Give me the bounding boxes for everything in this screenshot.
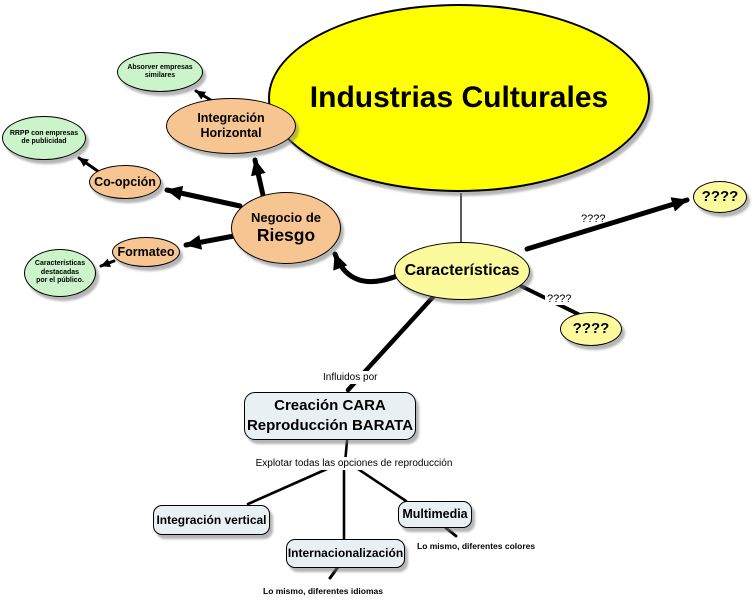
node-internacionalizacion-label: Internacionalización: [287, 546, 404, 561]
edge-label-lo-mismo-colores: Lo mismo, diferentes colores: [417, 541, 536, 551]
edge-negocio-coopcion: [164, 185, 243, 209]
node-multimedia: Multimedia: [398, 501, 472, 528]
node-formateo-label: Formateo: [117, 244, 175, 259]
node-industrias-culturales-label: Industrias Culturales: [309, 81, 609, 114]
node-formateo: Formateo: [112, 237, 180, 267]
edge-label-lo-mismo-idiomas: Lo mismo, diferentes idiomas: [263, 586, 383, 596]
edge-label-question-bottom: ????: [545, 293, 574, 305]
node-integracion-horizontal-label: Integración Horizontal: [197, 111, 265, 140]
node-integracion-vertical: Integración vertical: [153, 505, 270, 535]
edge-coopcion-rrpp: [77, 156, 101, 174]
node-rrpp-publicidad: RRPP con empresas de publicidad: [2, 116, 86, 160]
edge-negocio-formateo: [183, 233, 237, 250]
edge-multimedia-colores: [444, 526, 458, 538]
node-negocio-de-riesgo: Negocio de Riesgo: [231, 192, 341, 264]
edge-internacionalizacion-idiomas: [328, 565, 340, 580]
node-creacion-reproduccion-label: Creación CARA Reproducción BARATA: [246, 396, 414, 434]
node-negocio-de-riesgo-line1: Negocio de: [250, 209, 322, 225]
node-caracteristicas-destacadas-label: Características destacadas por el públic…: [34, 260, 86, 285]
node-caracteristicas-destacadas: Características destacadas por el públic…: [24, 249, 96, 297]
node-integracion-vertical-label: Integración vertical: [156, 512, 267, 527]
node-co-opcion: Co-opción: [89, 165, 161, 199]
node-multimedia-label: Multimedia: [402, 507, 468, 521]
edge-label-influidos-por: Influidos por: [320, 371, 381, 384]
node-absorver-empresas-label: Absorver empresas similares: [127, 63, 193, 79]
node-unknown-bottom-right: ????: [560, 312, 622, 346]
node-caracteristicas-label: Características: [404, 262, 520, 280]
node-creacion-reproduccion: Creación CARA Reproducción BARATA: [244, 392, 416, 440]
node-absorver-empresas: Absorver empresas similares: [117, 52, 203, 92]
node-unknown-top-right: ????: [693, 181, 747, 213]
node-rrpp-publicidad-label: RRPP con empresas de publicidad: [9, 129, 79, 145]
node-negocio-de-riesgo-line2: Riesgo: [256, 225, 316, 246]
node-unknown-top-right-label: ????: [701, 188, 739, 205]
edge-caracteristicas-negocio: [332, 251, 400, 285]
node-industrias-culturales: Industrias Culturales: [268, 4, 650, 192]
edge-label-explotar: Explotar todas las opciones de reproducc…: [237, 457, 471, 470]
node-unknown-bottom-right-label: ????: [572, 320, 610, 337]
node-internacionalizacion: Internacionalización: [286, 539, 405, 568]
edge-formateo-destacadas: [99, 258, 116, 268]
node-co-opcion-label: Co-opción: [94, 174, 156, 189]
edge-caracteristicas-unknown-top: [524, 197, 690, 252]
node-caracteristicas: Características: [394, 242, 530, 300]
node-integracion-horizontal: Integración Horizontal: [166, 98, 296, 154]
edge-label-question-top: ????: [581, 213, 606, 225]
